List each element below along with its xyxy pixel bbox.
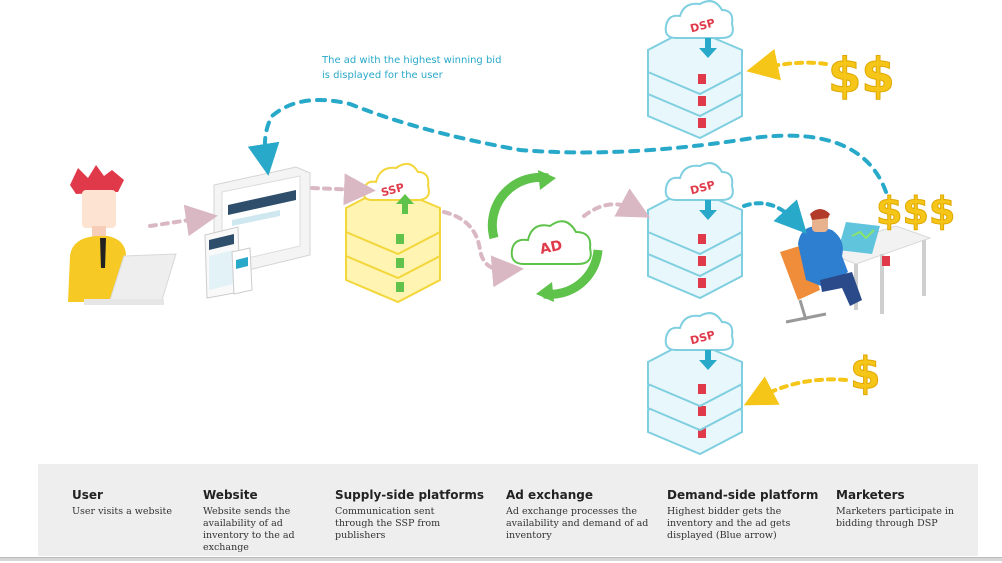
legend-title: Marketers [836,488,905,502]
ad-flow-diagram: SSP AD DSP [68,0,956,456]
arrow-user-to-website [148,204,218,237]
ad-exchange-illustration: AD [487,170,603,302]
arrow-dsp-to-marketer [742,199,807,234]
ssp-label: SSP [380,181,406,200]
arrow-dollars-to-dsp-bottom [743,376,848,406]
legend-item-marketers: Marketers Marketers participate in biddi… [836,488,966,530]
arrow-website-to-ssp [310,173,376,206]
legend-item-ssp: Supply-side platforms Communication sent… [335,488,485,542]
ad-label: AD [539,238,564,258]
dollar-three-icon: $$$ [876,189,955,233]
dsp-label-top: DSP [689,16,717,35]
dsp-stack-top: DSP [647,0,743,140]
website-illustration [204,166,311,299]
arrow-dollars-to-dsp-top [746,49,828,81]
dollar-one-icon: $ [850,348,881,399]
bottom-divider [0,557,1002,561]
legend-desc: Highest bidder gets the inventory and th… [667,506,791,541]
dsp-stack-middle: DSP [647,162,743,300]
dollar-two-icon: $$ [828,48,895,104]
dsp-label-bottom: DSP [689,328,717,347]
dollars-top: $$ [828,48,896,105]
caption-line-1: The ad with the highest winning bid [322,55,502,66]
legend-item-user: User User visits a website [72,488,190,518]
winning-bid-caption: The ad with the highest winning bid is d… [322,53,522,83]
dsp-label-middle: DSP [689,178,717,197]
user-illustration [68,165,177,305]
legend-desc: Ad exchange processes the availability a… [506,506,649,541]
dollars-bottom: $ [850,348,882,400]
legend-title: Demand-side platform [667,488,819,502]
legend-desc: Communication sent through the SSP from … [335,506,441,541]
arrow-winning-ad-return [247,98,888,194]
dsp-stack-bottom: DSP [647,312,743,456]
down-arrow-icon [699,350,717,370]
down-arrow-icon [699,38,717,58]
legend-desc: Website sends the availability of ad inv… [203,506,295,553]
legend-title: Ad exchange [506,488,593,502]
legend-title: Website [203,488,258,502]
marketer-illustration [780,209,932,324]
legend-title: Supply-side platforms [335,488,485,502]
legend-desc: Marketers participate in bidding through… [836,506,955,529]
down-arrow-icon [699,200,717,220]
legend-item-dsp: Demand-side platform Highest bidder gets… [667,488,819,542]
legend-panel: User User visits a website Website Websi… [38,464,978,556]
legend-item-ad-exchange: Ad exchange Ad exchange processes the av… [506,488,652,542]
up-arrow-icon [396,194,414,214]
arrow-adexchange-to-dsp [582,188,651,218]
legend-title: User [72,488,103,502]
ssp-server-stack: SSP [345,162,441,304]
dollars-middle: $$$ [876,189,956,234]
legend-item-website: Website Website sends the availability o… [203,488,315,554]
arrow-ssp-to-adexchange [442,210,524,288]
caption-line-2: is displayed for the user [322,70,443,81]
legend-desc: User visits a website [72,506,172,517]
